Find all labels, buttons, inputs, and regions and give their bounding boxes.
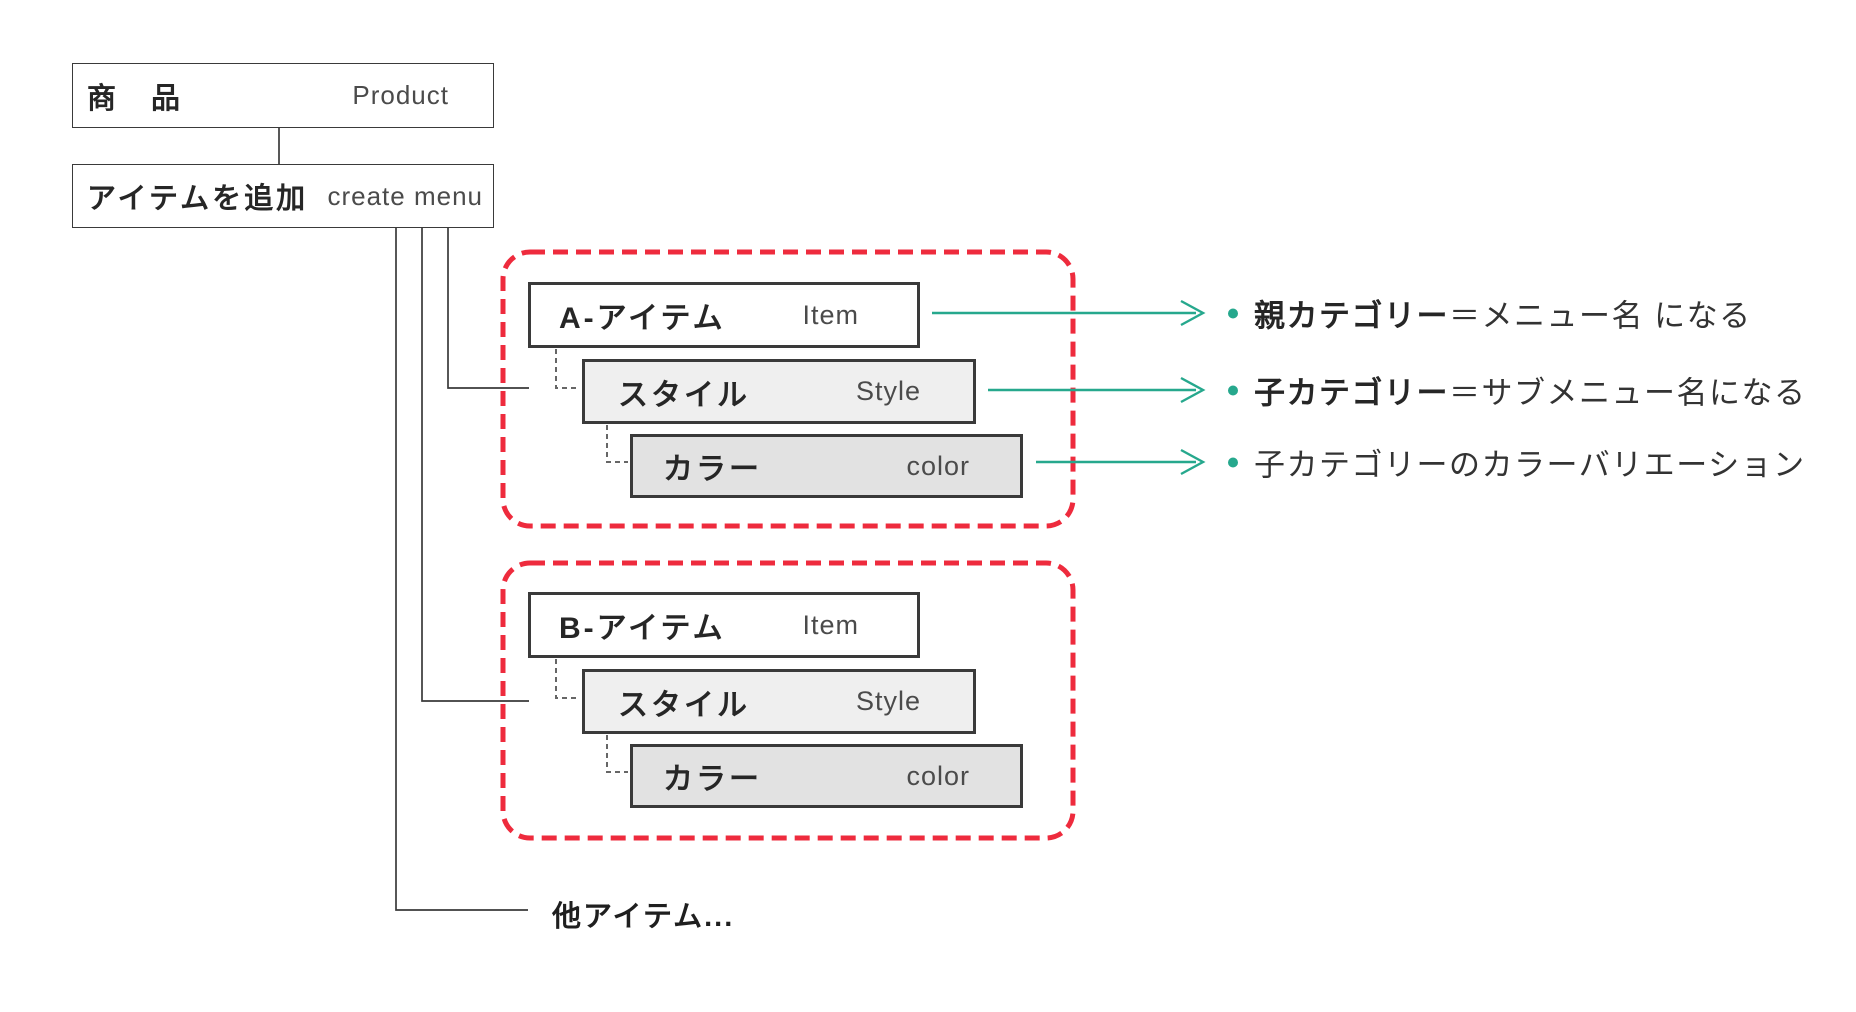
- annotation-rest-text: ＝メニュー名 になる: [1449, 298, 1752, 334]
- connector-create-to-group-b: [421, 228, 529, 702]
- group-a-item-box: A-アイテム Item: [528, 282, 920, 348]
- group-b-style-label-en: Style: [855, 686, 921, 716]
- annotation-bold-text: 子カテゴリー: [1254, 375, 1449, 411]
- connector-a-item-to-style: [555, 349, 580, 389]
- product-box: 商 品 Product: [72, 63, 494, 128]
- group-a-item-label-en: Item: [802, 299, 859, 330]
- connector-b-item-to-style: [555, 659, 580, 699]
- annotation-color-variation: 子カテゴリーのカラーバリエーション: [1228, 440, 1806, 485]
- connector-create-to-other-items: [395, 228, 528, 911]
- tree-connectors: [278, 128, 529, 911]
- connector-create-to-group-a: [447, 228, 529, 389]
- annotation-rest-text: ＝サブメニュー名になる: [1449, 375, 1807, 411]
- arrow-head-icon: [1180, 376, 1206, 404]
- create-menu-box: アイテムを追加 create menu: [72, 164, 494, 228]
- group-a-color-box: カラー color: [630, 434, 1023, 498]
- group-b-style-label-jp: スタイル: [618, 688, 750, 722]
- group-a-style-label-jp: スタイル: [618, 378, 750, 412]
- bullet-dot-icon: [1228, 385, 1238, 395]
- bullet-dot-icon: [1228, 308, 1238, 318]
- other-items-label: 他アイテム...: [552, 901, 735, 933]
- annotation-bold-text: 親カテゴリー: [1254, 298, 1449, 334]
- group-a-style-label-en: Style: [855, 376, 921, 406]
- group-b-color-label-en: color: [906, 760, 970, 791]
- connector-b-style-to-color: [606, 735, 628, 773]
- arrow-head-icon: [1180, 299, 1206, 327]
- arrow-head-icon: [1180, 448, 1206, 476]
- group-b-item-label-jp: B-アイテム: [559, 612, 726, 645]
- create-menu-box-label-jp: アイテムを追加: [87, 183, 309, 215]
- annotation-rest-text: 子カテゴリーのカラーバリエーション: [1254, 447, 1806, 483]
- group-b-color-box: カラー color: [630, 744, 1023, 808]
- group-a-color-label-jp: カラー: [663, 453, 762, 486]
- annotation-parent-category: 親カテゴリー ＝メニュー名 になる: [1228, 291, 1752, 336]
- group-a-color-label-en: color: [906, 450, 970, 481]
- group-b-item-label-en: Item: [802, 609, 859, 640]
- connector-a-style-to-color: [606, 425, 628, 463]
- group-b-color-label-jp: カラー: [663, 763, 762, 796]
- group-a-item-label-jp: A-アイテム: [559, 302, 726, 335]
- group-b-item-box: B-アイテム Item: [528, 592, 920, 658]
- create-menu-box-label-en: create menu: [327, 180, 483, 211]
- product-box-label-jp: 商 品: [87, 82, 184, 115]
- annotation-child-category: 子カテゴリー ＝サブメニュー名になる: [1228, 368, 1807, 413]
- product-box-label-en: Product: [352, 80, 449, 110]
- bullet-dot-icon: [1228, 457, 1238, 467]
- group-b-style-box: スタイル Style: [582, 669, 976, 734]
- group-a-style-box: スタイル Style: [582, 359, 976, 424]
